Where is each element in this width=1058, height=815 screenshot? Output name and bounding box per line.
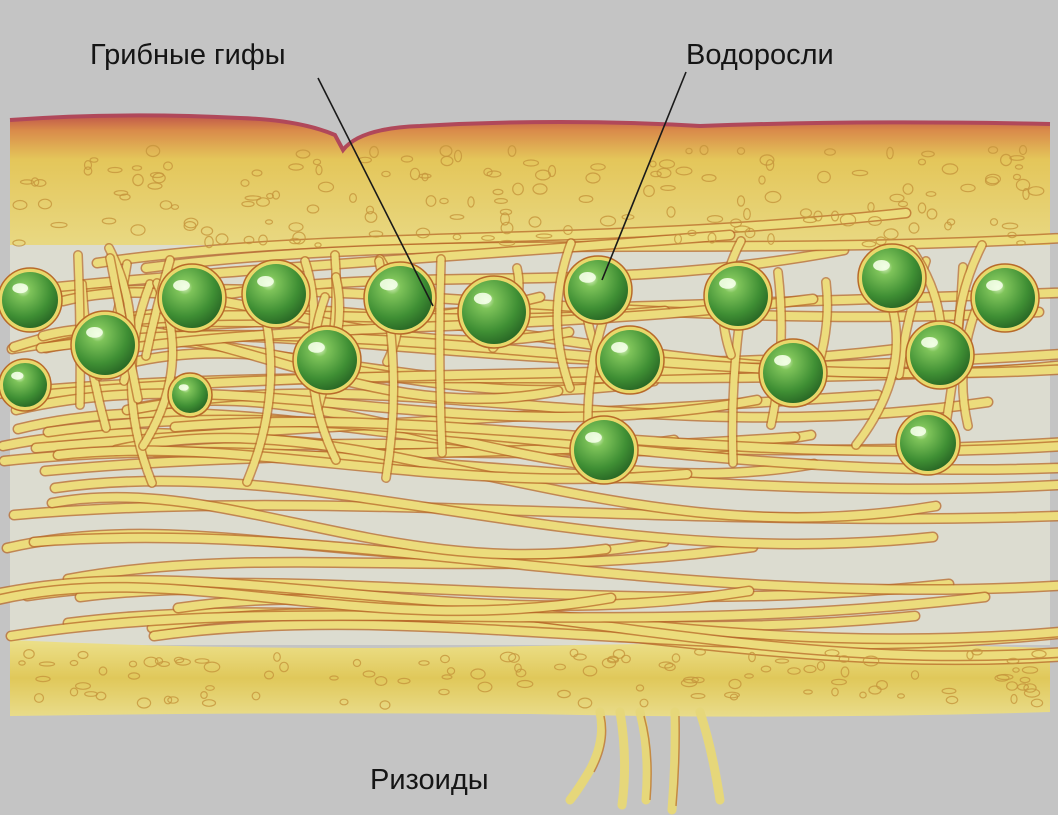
alga-highlight: [585, 432, 602, 443]
alga-highlight: [257, 276, 274, 287]
alga-cell: [574, 420, 634, 480]
alga-cell: [297, 330, 357, 390]
alga-cell: [2, 272, 58, 328]
alga-cell: [75, 315, 135, 375]
alga-highlight: [719, 278, 736, 289]
rhizoids: [570, 712, 720, 810]
alga-highlight: [12, 283, 28, 293]
alga-highlight: [86, 327, 103, 338]
fungal-hypha: [440, 259, 442, 453]
label-rhizoids: Ризоиды: [370, 763, 489, 797]
alga-cell: [975, 268, 1035, 328]
alga-highlight: [774, 355, 791, 366]
alga-cell: [910, 325, 970, 385]
alga-cell: [462, 280, 526, 344]
alga-cell: [162, 268, 222, 328]
alga-highlight: [579, 272, 596, 283]
alga-highlight: [173, 280, 190, 291]
alga-cell: [368, 266, 432, 330]
alga-cell: [568, 260, 628, 320]
alga-highlight: [921, 337, 938, 348]
alga-highlight: [910, 426, 926, 436]
alga-highlight: [11, 372, 23, 380]
alga-highlight: [611, 342, 628, 353]
alga-highlight: [179, 384, 189, 390]
alga-cell: [246, 264, 306, 324]
alga-highlight: [986, 280, 1003, 291]
alga-highlight: [308, 342, 325, 353]
label-algae: Водоросли: [686, 38, 834, 72]
alga-cell: [708, 266, 768, 326]
alga-highlight: [380, 279, 398, 291]
alga-highlight: [873, 260, 890, 271]
alga-cell: [900, 415, 956, 471]
alga-cell: [172, 377, 208, 413]
alga-cell: [862, 248, 922, 308]
alga-cell: [763, 343, 823, 403]
alga-highlight: [474, 293, 492, 305]
alga-cell: [600, 330, 660, 390]
label-fungal-hyphae: Грибные гифы: [90, 38, 286, 72]
alga-cell: [3, 363, 47, 407]
